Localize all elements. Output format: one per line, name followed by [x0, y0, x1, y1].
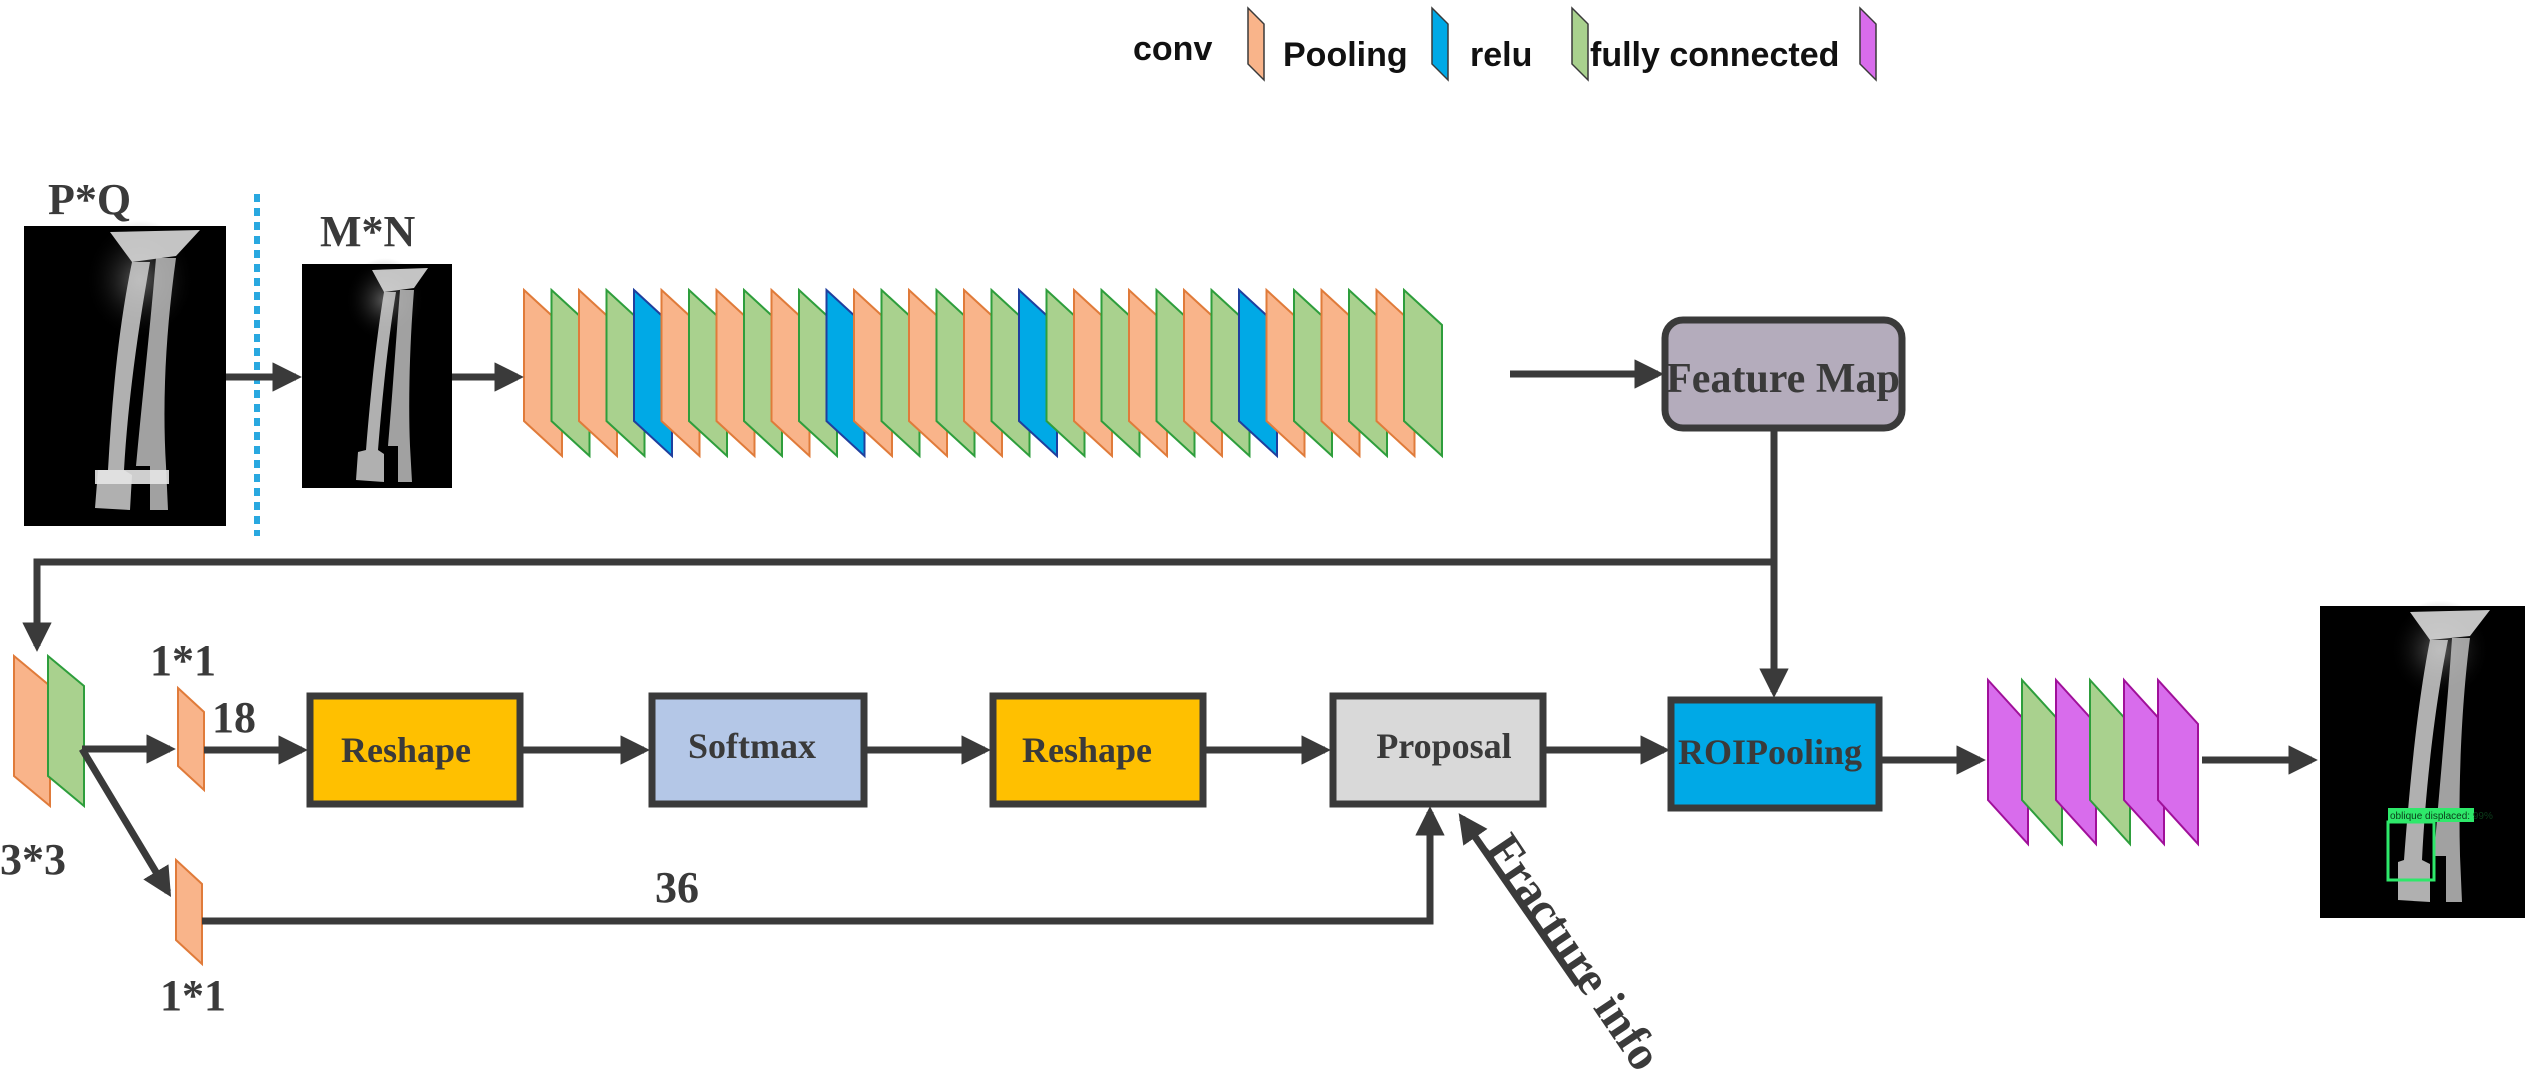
- feature-map-label: Feature Map: [1666, 356, 1900, 402]
- rpn-conv-stack: [13, 653, 85, 809]
- roi-pooling-box: ROIPooling: [1667, 696, 1883, 812]
- cls-channels-label: 18: [212, 693, 256, 742]
- cls-kernel-label: 1*1: [150, 636, 216, 685]
- reshape-1-label: Reshape: [341, 730, 471, 770]
- legend-fully-connected-swatch: [1859, 6, 1877, 82]
- legend-fully-connected-label: fully connected: [1590, 36, 1839, 74]
- resized-size-label: M*N: [320, 207, 416, 256]
- head-fully-connected-layer: [1987, 677, 2029, 847]
- arrow-fracture-info-to-proposal: [1458, 813, 1581, 987]
- reg-channels-label: 36: [655, 863, 699, 912]
- cls-conv-layer: [177, 685, 205, 793]
- roi-pooling-label: ROIPooling: [1678, 732, 1862, 772]
- legend-relu-swatch: [1571, 6, 1589, 82]
- detection-label: oblique displaced: 99%: [2390, 811, 2493, 822]
- rpn-conv-layer: [13, 653, 51, 809]
- reshape-box-1: Reshape: [306, 692, 524, 808]
- legend-pooling-swatch: [1431, 6, 1449, 82]
- legend-pooling-label: Pooling: [1283, 36, 1408, 74]
- legend-conv-label: conv: [1133, 30, 1212, 68]
- backbone-relu-layer: [1403, 287, 1443, 459]
- resized-image-mn: [302, 258, 452, 488]
- reg-kernel-label: 1*1: [160, 971, 226, 1020]
- legend: conv Pooling relu fully connected: [1133, 6, 1877, 82]
- rpn-relu-layer: [47, 653, 85, 809]
- softmax-label: Softmax: [688, 726, 816, 766]
- proposal-box: Proposal: [1329, 692, 1547, 808]
- fracture-info-label: Fracture info: [1476, 825, 1672, 1080]
- legend-relu-label: relu: [1470, 36, 1532, 74]
- input-image-pq: [24, 220, 226, 526]
- input-size-label: P*Q: [48, 175, 131, 224]
- reg-conv-layer: [175, 857, 203, 967]
- connectors: [22, 359, 2318, 987]
- rpn-kernel-label: 3*3: [0, 835, 66, 884]
- output-image: oblique displaced: 99%: [2320, 600, 2525, 918]
- connector-feature-map-to-rpn: [22, 428, 1778, 652]
- head-fully-connected-layer: [2123, 677, 2165, 847]
- feature-map-box: Feature Map: [1661, 316, 1906, 432]
- reshape-2-label: Reshape: [1022, 730, 1152, 770]
- arrow-rpn-to-reg: [79, 747, 172, 898]
- reshape-box-2: Reshape: [989, 692, 1207, 808]
- softmax-box: Softmax: [648, 692, 868, 808]
- head-relu-layer: [2089, 677, 2131, 847]
- legend-conv-swatch: [1247, 6, 1265, 82]
- connector-reg-to-proposal: [202, 806, 1445, 925]
- detection-label-bg: [2388, 808, 2474, 822]
- head-fully-connected-layer: [2055, 677, 2097, 847]
- backbone-layer-stack: [523, 287, 1443, 459]
- detection-head-stack: [1987, 677, 2199, 847]
- head-fully-connected-layer: [2157, 677, 2199, 847]
- head-relu-layer: [2021, 677, 2063, 847]
- proposal-label: Proposal: [1376, 726, 1511, 766]
